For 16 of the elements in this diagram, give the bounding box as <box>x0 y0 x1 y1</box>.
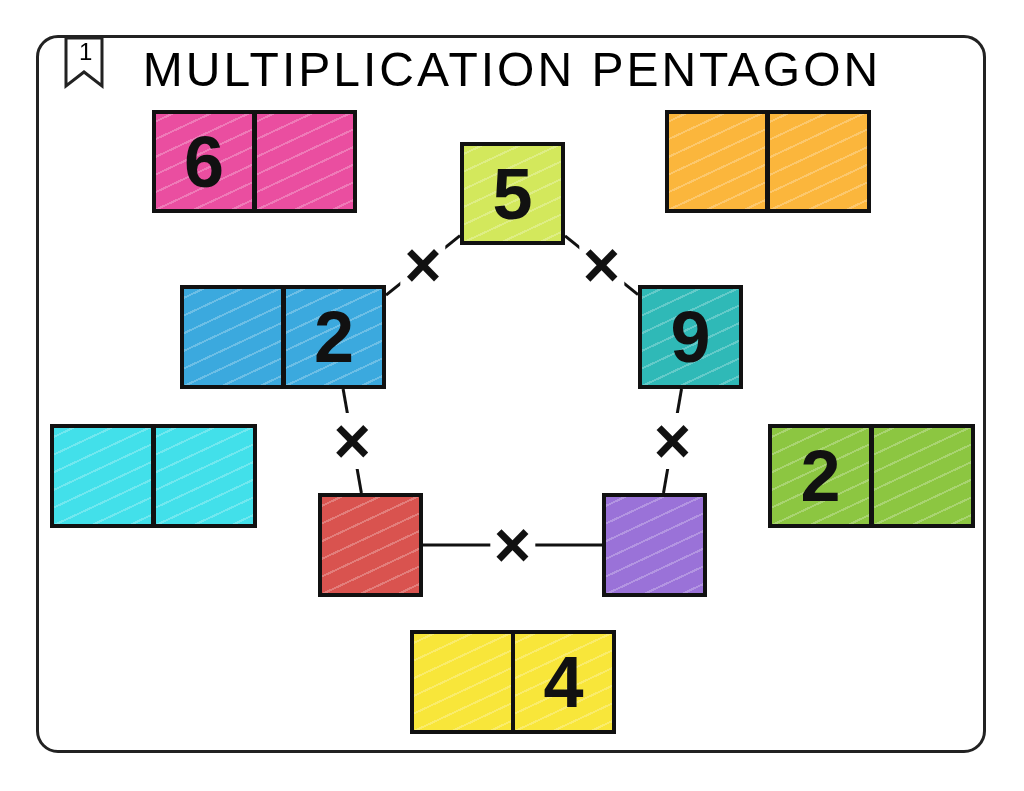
answer-box <box>253 110 357 213</box>
answer-box <box>152 424 257 528</box>
answer-box <box>602 493 707 597</box>
answer-box <box>870 424 975 528</box>
number-box: 2 <box>768 424 873 528</box>
number-box: 6 <box>152 110 256 213</box>
number-box: 2 <box>282 285 386 389</box>
answer-box <box>766 110 871 213</box>
answer-box <box>180 285 285 389</box>
number-box: 9 <box>638 285 743 389</box>
answer-box <box>665 110 769 213</box>
title: MULTIPLICATION PENTAGON <box>142 42 882 97</box>
page-number: 1 <box>79 40 93 64</box>
answer-box <box>50 424 155 528</box>
number-box: 5 <box>460 142 565 245</box>
answer-box <box>318 493 423 597</box>
